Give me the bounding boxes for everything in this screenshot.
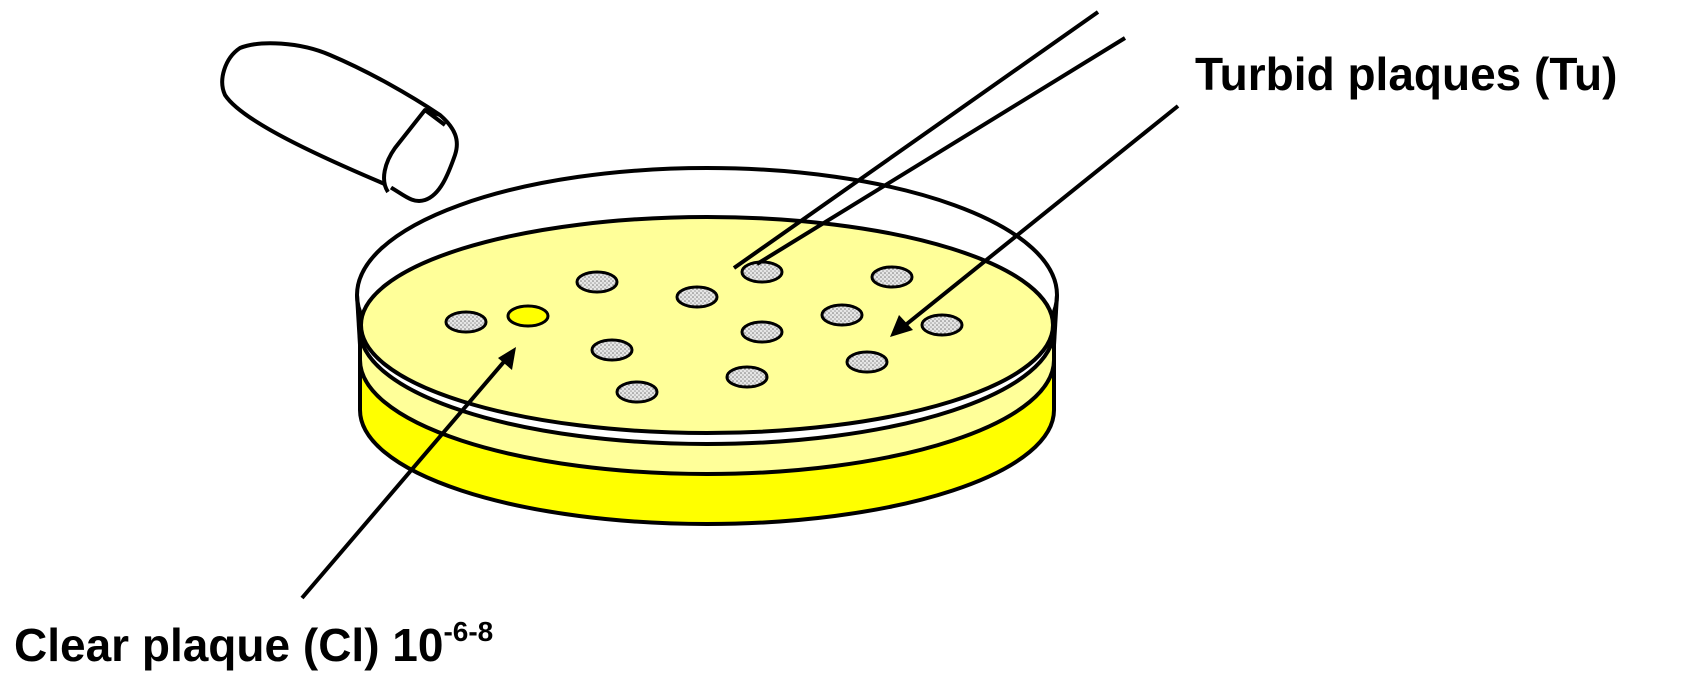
- turbid-plaque: [922, 315, 962, 335]
- turbid-plaque: [577, 272, 617, 292]
- turbid-plaques-label: Turbid plaques (Tu): [1195, 47, 1617, 101]
- clear-plaque-label: Clear plaque (Cl) 10-6-8: [14, 618, 493, 672]
- finger-icon: [222, 43, 457, 201]
- turbid-plaque: [742, 262, 782, 282]
- turbid-plaque: [617, 382, 657, 402]
- turbid-plaque: [872, 267, 912, 287]
- turbid-plaque: [727, 367, 767, 387]
- turbid-plaque: [677, 287, 717, 307]
- turbid-plaque: [822, 305, 862, 325]
- clear-plaque-label-main: Clear plaque (Cl) 10: [14, 619, 443, 671]
- turbid-plaque: [446, 312, 486, 332]
- clear-plaque-exponent: -6-8: [443, 616, 493, 647]
- turbid-plaque: [847, 352, 887, 372]
- turbid-plaque: [742, 322, 782, 342]
- turbid-plaque: [592, 340, 632, 360]
- clear-plaque: [508, 306, 548, 326]
- petri-dish: [357, 168, 1057, 524]
